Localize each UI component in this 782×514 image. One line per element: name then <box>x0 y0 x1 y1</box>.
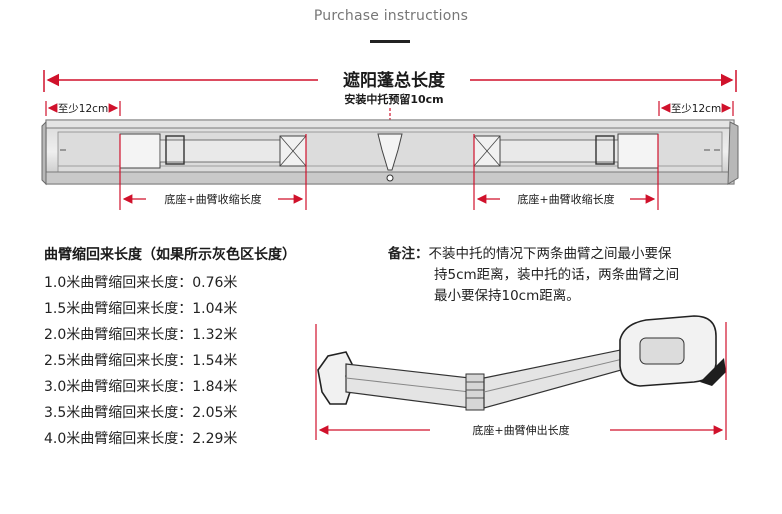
retract-left-label: 底座+曲臂收缩长度 <box>164 192 261 206</box>
spec-row: 2.0米曲臂缩回来长度：1.32米 <box>44 327 238 343</box>
spec-row: 4.0米曲臂缩回来长度：2.29米 <box>44 431 238 447</box>
extend-dimension: 底座+曲臂伸出长度 <box>315 322 727 440</box>
retract-left-dimension: 底座+曲臂收缩长度 <box>119 134 307 210</box>
retract-right-dimension: 底座+曲臂收缩长度 <box>473 134 659 210</box>
awning-cassette <box>41 119 739 186</box>
note-line: 持5cm距离，装中托的话，两条曲臂之间 <box>434 267 680 283</box>
center-bracket-label: 安装中托预留10cm <box>344 92 443 106</box>
min-right-dimension: 至少12cm <box>658 101 734 116</box>
total-length-dimension: 遮阳蓬总长度 安装中托预留10cm <box>43 70 737 134</box>
min-right-label: 至少12cm <box>671 103 721 115</box>
spec-row: 2.5米曲臂缩回来长度：1.54米 <box>44 353 238 369</box>
spec-row: 1.5米曲臂缩回来长度：1.04米 <box>44 301 238 317</box>
min-left-dimension: 至少12cm <box>45 101 121 116</box>
total-length-label: 遮阳蓬总长度 <box>343 70 446 91</box>
title-underline <box>370 40 410 43</box>
min-left-label: 至少12cm <box>58 103 108 115</box>
spec-title: 曲臂缩回来长度（如果所示灰色区长度） <box>44 247 296 263</box>
note-block: 备注：不装中托的情况下两条曲臂之间最小要保 持5cm距离，装中托的话，两条曲臂之… <box>388 244 748 307</box>
extend-label: 底座+曲臂伸出长度 <box>472 423 569 437</box>
note-line: 不装中托的情况下两条曲臂之间最小要保 <box>428 246 672 262</box>
spec-row: 1.0米曲臂缩回来长度：0.76米 <box>44 275 238 291</box>
extended-arm-illustration <box>317 315 726 411</box>
page-title: Purchase instructions <box>313 8 469 24</box>
spec-row: 3.5米曲臂缩回来长度：2.05米 <box>44 405 238 421</box>
retract-right-label: 底座+曲臂收缩长度 <box>517 192 614 206</box>
note-line: 最小要保持10cm距离。 <box>434 288 580 304</box>
note-label: 备注： <box>388 246 429 262</box>
spec-row: 3.0米曲臂缩回来长度：1.84米 <box>44 379 238 395</box>
